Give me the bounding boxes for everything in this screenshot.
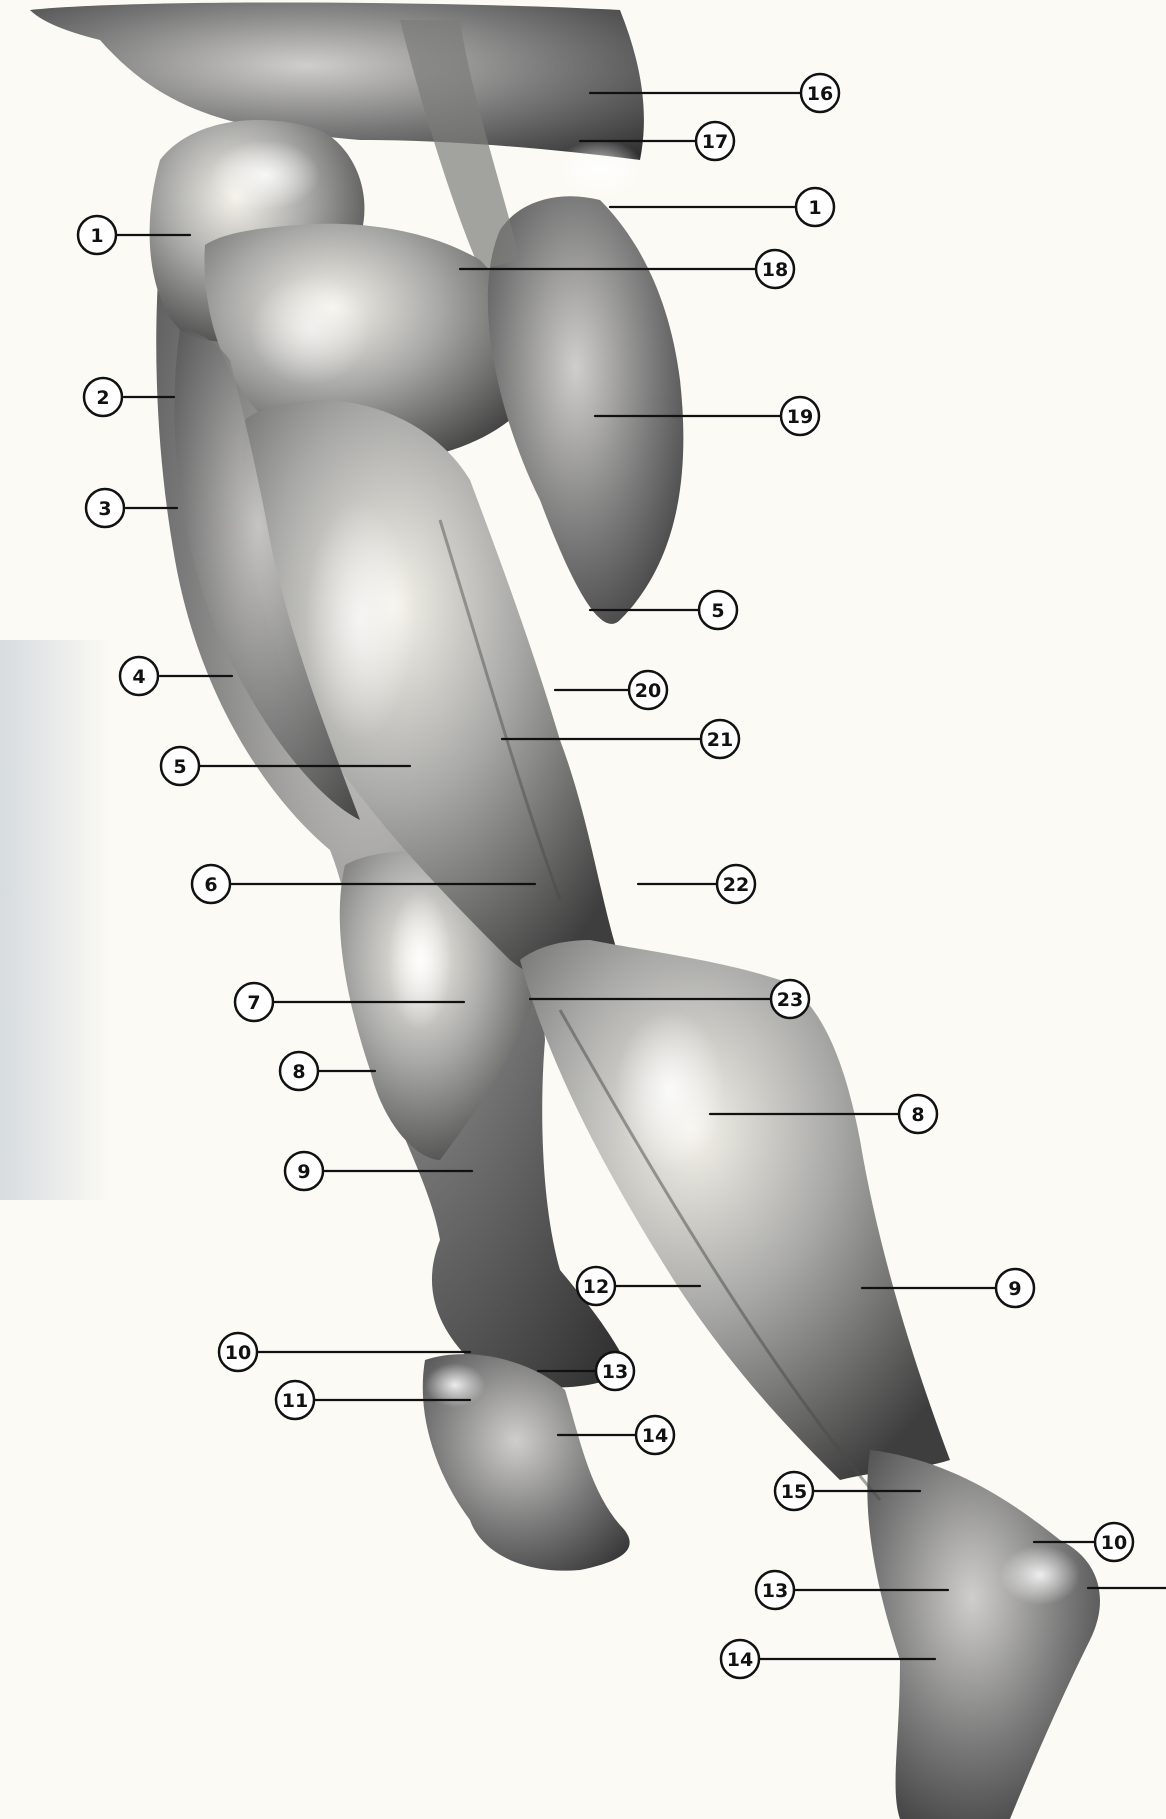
back-calf-highlight (388, 890, 452, 1030)
callout-c5r: 5 (699, 591, 737, 629)
callout-label: 20 (635, 680, 661, 702)
front-foot (867, 1450, 1100, 1819)
callout-c8r: 8 (899, 1095, 937, 1133)
callout-label: 13 (762, 1580, 788, 1602)
callout-c12: 12 (577, 1267, 615, 1305)
torso-top (30, 3, 644, 161)
callout-label: 14 (642, 1425, 668, 1447)
callout-label: 2 (96, 387, 109, 409)
front-calf-highlight (615, 1010, 725, 1170)
front-heel-highlight (1000, 1545, 1080, 1605)
callout-label: 1 (90, 225, 103, 247)
callout-label: 16 (807, 83, 833, 105)
front-calf (520, 940, 950, 1480)
callout-label: 5 (711, 600, 724, 622)
callout-label: 22 (723, 874, 749, 896)
glute-highlight-1 (210, 140, 320, 210)
callout-c07: 7 (235, 983, 273, 1021)
callout-c21: 21 (701, 720, 739, 758)
callout-label: 21 (707, 729, 733, 751)
callout-label: 1 (808, 197, 821, 219)
callout-label: 11 (282, 1390, 308, 1412)
callout-c06: 6 (192, 865, 230, 903)
glute-highlight-3 (250, 275, 370, 385)
callout-c22: 22 (717, 865, 755, 903)
callout-label: 23 (777, 989, 803, 1011)
callout-c05: 5 (161, 747, 199, 785)
callout-c09: 9 (285, 1152, 323, 1190)
callout-c1r: 1 (796, 188, 834, 226)
front-thigh-highlight (305, 500, 415, 740)
callout-label: 12 (583, 1276, 609, 1298)
callout-c19: 19 (781, 397, 819, 435)
margin-tint (0, 640, 110, 1200)
callout-c03: 3 (86, 489, 124, 527)
callout-c10r: 10 (1095, 1523, 1133, 1561)
callout-c02: 2 (84, 378, 122, 416)
callout-label: 19 (787, 406, 813, 428)
callout-label: 14 (727, 1649, 753, 1671)
callout-label: 3 (98, 498, 111, 520)
callout-c23: 23 (771, 980, 809, 1018)
callout-label: 7 (247, 992, 260, 1014)
callout-c14: 14 (636, 1416, 674, 1454)
callout-c11: 11 (276, 1381, 314, 1419)
callout-c13r: 13 (756, 1571, 794, 1609)
callout-label: 9 (1008, 1278, 1021, 1300)
callout-c01: 1 (78, 216, 116, 254)
callout-c20: 20 (629, 671, 667, 709)
callout-label: 13 (602, 1361, 628, 1383)
callout-c13: 13 (596, 1352, 634, 1390)
callout-label: 10 (1101, 1532, 1127, 1554)
callout-label: 6 (204, 874, 217, 896)
callout-label: 18 (762, 259, 788, 281)
callout-c08: 8 (280, 1052, 318, 1090)
callout-label: 4 (132, 666, 145, 688)
callout-c15: 15 (775, 1472, 813, 1510)
callout-c17: 17 (696, 122, 734, 160)
callout-c14r: 14 (721, 1640, 759, 1678)
callout-c16: 16 (801, 74, 839, 112)
callout-label: 9 (297, 1161, 310, 1183)
callout-c9r: 9 (996, 1269, 1034, 1307)
callout-label: 8 (911, 1104, 924, 1126)
callout-c18: 18 (756, 250, 794, 288)
callout-c10: 10 (219, 1333, 257, 1371)
callout-label: 10 (225, 1342, 251, 1364)
callout-label: 15 (781, 1481, 807, 1503)
callout-label: 8 (292, 1061, 305, 1083)
callout-label: 17 (702, 131, 728, 153)
callout-label: 5 (173, 756, 186, 778)
callout-c04: 4 (120, 657, 158, 695)
glute-highlight-2 (555, 140, 645, 200)
